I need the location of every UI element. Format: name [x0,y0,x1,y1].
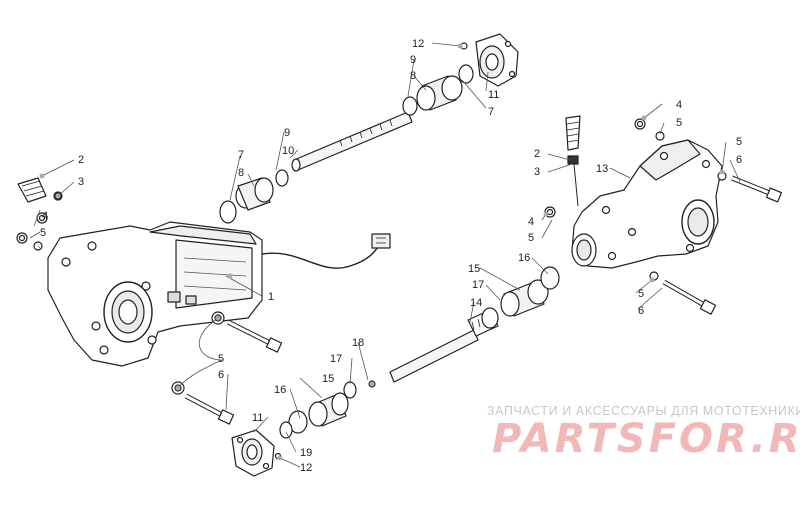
callout-label: 13 [596,163,608,175]
lower-left-flange [231,429,282,477]
callout-label: 4 [42,210,48,222]
callout-dots [39,43,725,461]
left-breather-hose [17,177,63,203]
callout-label: 12 [412,38,424,50]
callout-label: 2 [534,148,540,160]
upper-right-flange [460,33,519,87]
callout-label: 1 [268,291,274,303]
callout-label: 5 [218,353,224,365]
callout-label: 12 [300,462,312,474]
callout-label: 19 [300,447,312,459]
left-gearbox-housing [47,221,263,367]
callout-label: 15 [468,263,480,275]
callout-label: 16 [518,252,530,264]
watermark-logo: PARTSFOR.RU [492,416,800,462]
callout-label: 2 [78,154,84,166]
callout-label: 6 [736,154,742,166]
upper-left-boot [219,169,289,224]
callout-label: 9 [284,127,290,139]
leader-lines [29,42,741,468]
upper-right-boot [402,64,474,116]
callout-label: 9 [410,54,416,66]
callout-label: 10 [282,145,294,157]
callout-label: 16 [274,384,286,396]
callout-label: 4 [528,216,534,228]
callout-label: 5 [736,136,742,148]
callout-label: 5 [638,288,644,300]
callout-label: 3 [534,166,540,178]
callout-label: 14 [470,297,482,309]
callout-label: 3 [78,176,84,188]
callout-label: 5 [40,227,46,239]
callout-label: 11 [252,412,263,424]
callout-label: 6 [638,305,644,317]
lower-left-boot [279,380,376,439]
callout-labels: 1 2 3 4 5 5 6 7 8 9 10 12 9 8 11 7 4 5 5… [40,38,742,474]
callout-label: 4 [676,99,682,111]
callout-label: 5 [528,232,534,244]
callout-label: 8 [410,70,416,82]
callout-label: 11 [488,89,499,101]
callout-label: 17 [472,279,484,291]
upper-drive-shaft [291,111,413,172]
callout-label: 8 [238,167,244,179]
callout-label: 7 [488,106,494,118]
right-mount-hardware [544,118,783,315]
right-differential-housing [571,139,723,269]
callout-label: 15 [322,373,334,385]
watermark-tagline: ЗАПЧАСТИ И АКСЕССУАРЫ ДЛЯ МОТОТЕХНИКИ [487,404,800,418]
callout-label: 18 [352,337,364,349]
callout-label: 6 [218,369,224,381]
callout-label: 7 [238,149,244,161]
lower-right-boot [481,266,560,329]
callout-label: 17 [330,353,342,365]
callout-label: 5 [676,117,682,129]
right-breather-hose [565,115,581,207]
wire-harness [261,233,391,269]
